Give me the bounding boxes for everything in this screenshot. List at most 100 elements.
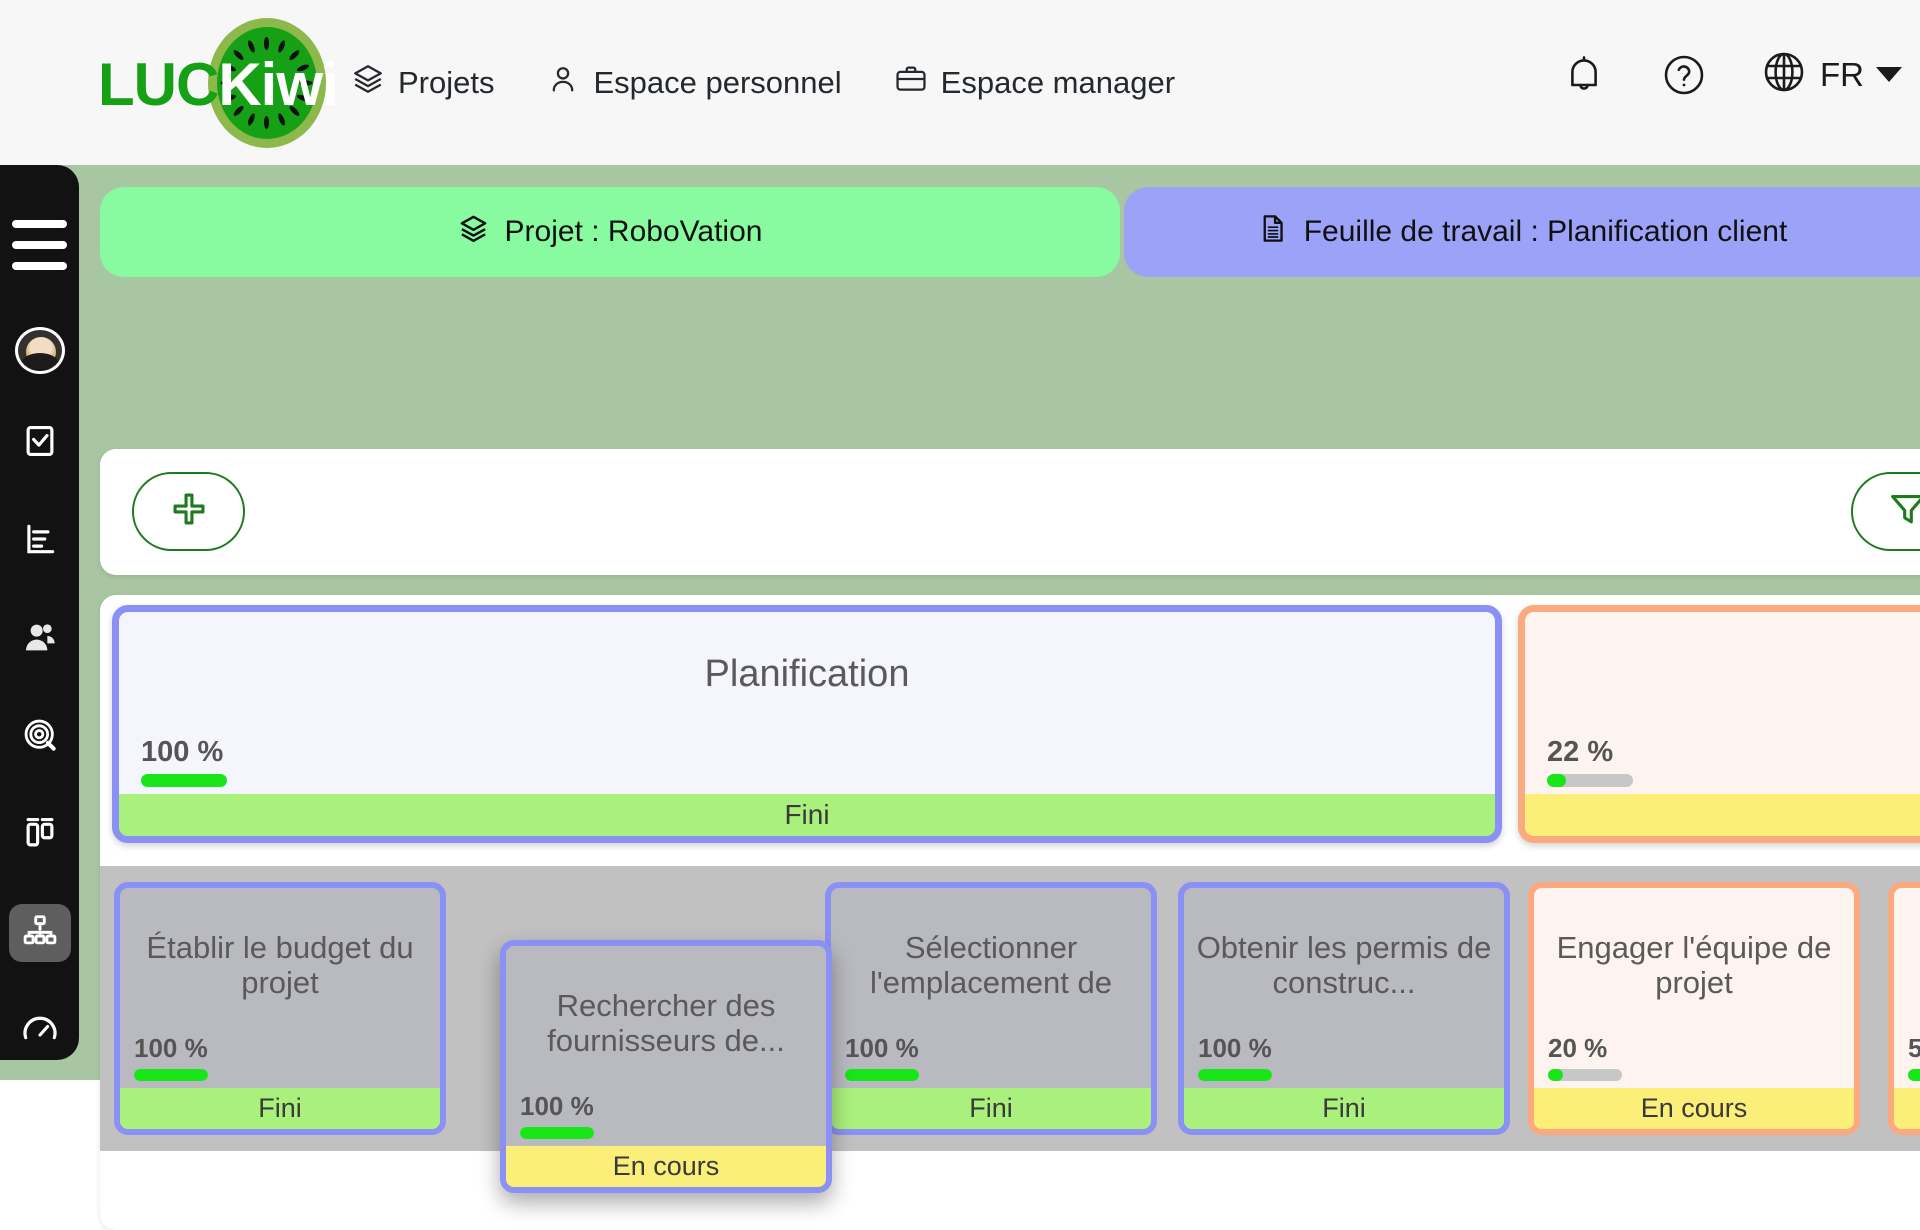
layers-icon xyxy=(351,62,385,104)
nav-label-projets: Projets xyxy=(398,65,494,101)
main-nav: Projets Espace personnel Espace manager xyxy=(351,62,1175,104)
board-canvas: Planification 100 % Fini 22 % Établir le… xyxy=(100,595,1920,1230)
task-title: Sélectionner l'emplacement de xyxy=(831,888,1151,1033)
sidebar-item-org-chart[interactable] xyxy=(9,904,71,962)
filter-button[interactable] xyxy=(1851,472,1920,551)
nav-item-espace-manager[interactable]: Espace manager xyxy=(894,62,1175,104)
progress-bar xyxy=(845,1069,919,1081)
nav-item-projets[interactable]: Projets xyxy=(351,62,494,104)
breadcrumb-project-label: Projet : RoboVation xyxy=(505,215,763,249)
phase-card-planification[interactable]: Planification 100 % Fini xyxy=(112,605,1502,843)
task-card-engager-equipe[interactable]: Engager l'équipe de projet 20 % En cours xyxy=(1528,882,1860,1135)
user-icon xyxy=(546,62,580,104)
users-icon xyxy=(20,617,60,662)
globe-icon xyxy=(1760,48,1808,101)
org-chart-icon xyxy=(21,912,59,955)
task-percent: 20 % xyxy=(1548,1033,1854,1064)
hamburger-bar xyxy=(12,220,67,228)
task-percent: 100 % xyxy=(134,1033,440,1064)
progress-bar xyxy=(1548,1069,1622,1081)
brand-name: LUCKiwi xyxy=(98,50,338,119)
phase-percent: 100 % xyxy=(141,736,1495,769)
progress-bar xyxy=(1198,1069,1272,1081)
task-card-rechercher-fournisseurs[interactable]: Rechercher des fournisseurs de... 100 % … xyxy=(500,940,832,1193)
brand-name-part2: Kiwi xyxy=(218,51,337,118)
breadcrumb-worksheet-label: Feuille de travail : Planification clien… xyxy=(1304,215,1788,249)
task-title: Él xyxy=(1894,888,1920,1033)
task-percent: 50 xyxy=(1908,1033,1920,1064)
progress-bar xyxy=(1908,1069,1920,1081)
breadcrumb: Projet : RoboVation Feuille de travail :… xyxy=(100,187,1920,277)
task-progress: 100 % xyxy=(506,1091,826,1139)
bell-icon[interactable] xyxy=(1560,51,1608,99)
header-actions: FR xyxy=(1560,48,1902,101)
sidebar-item-goals[interactable] xyxy=(9,708,71,766)
nav-label-espace-personnel: Espace personnel xyxy=(593,65,841,101)
brand-logo[interactable]: LUCKiwi xyxy=(98,18,333,148)
sidebar-item-team[interactable] xyxy=(9,610,71,668)
kanban-icon xyxy=(21,814,59,857)
task-card-obtenir-permis[interactable]: Obtenir les permis de construc... 100 % … xyxy=(1178,882,1510,1135)
add-button[interactable] xyxy=(132,472,245,551)
task-percent: 100 % xyxy=(1198,1033,1504,1064)
hamburger-bar xyxy=(12,262,67,270)
sidebar-item-dashboard[interactable] xyxy=(9,1002,71,1060)
task-status: En cours xyxy=(506,1146,826,1187)
progress-bar xyxy=(141,774,227,787)
language-selector[interactable]: FR xyxy=(1760,48,1902,101)
task-progress: 100 % xyxy=(1184,1033,1504,1081)
board-toolbar xyxy=(100,449,1920,575)
brand-name-part1: LUC xyxy=(98,51,218,118)
language-label: FR xyxy=(1820,56,1864,94)
plus-icon xyxy=(167,487,211,536)
task-percent: 100 % xyxy=(520,1091,826,1122)
chevron-down-icon xyxy=(1876,67,1902,82)
progress-bar xyxy=(134,1069,208,1081)
sidebar xyxy=(0,165,79,1060)
task-status: Fini xyxy=(120,1088,440,1129)
task-progress: 100 % xyxy=(831,1033,1151,1081)
phase-progress: 100 % xyxy=(119,736,1495,787)
task-title: Établir le budget du projet xyxy=(120,888,440,1033)
app-header: LUCKiwi Projets Espace personnel xyxy=(0,0,1920,165)
hamburger-bar xyxy=(12,241,67,249)
kiwi-seed xyxy=(264,37,269,50)
nav-item-espace-personnel[interactable]: Espace personnel xyxy=(546,62,841,104)
avatar[interactable] xyxy=(15,327,65,374)
progress-bar xyxy=(520,1127,594,1139)
sidebar-item-kanban[interactable] xyxy=(9,806,71,864)
gantt-chart-icon xyxy=(21,520,59,563)
speedometer-icon xyxy=(20,1009,60,1054)
phase-progress: 22 % xyxy=(1525,736,1920,787)
phase-title: Planification xyxy=(119,612,1495,736)
task-card-etablir-budget[interactable]: Établir le budget du projet 100 % Fini xyxy=(114,882,446,1135)
breadcrumb-project[interactable]: Projet : RoboVation xyxy=(100,187,1120,277)
task-card-partial[interactable]: Él 50 xyxy=(1888,882,1920,1135)
breadcrumb-worksheet[interactable]: Feuille de travail : Planification clien… xyxy=(1124,187,1920,277)
task-progress: 100 % xyxy=(120,1033,440,1081)
progress-bar xyxy=(1547,774,1633,787)
nav-label-espace-manager: Espace manager xyxy=(941,65,1175,101)
workspace: Projet : RoboVation Feuille de travail :… xyxy=(0,165,1920,1080)
phase-status: Fini xyxy=(119,794,1495,836)
layers-icon xyxy=(458,213,489,252)
phase-title xyxy=(1525,612,1920,736)
phase-status xyxy=(1525,794,1920,836)
task-status xyxy=(1894,1088,1920,1129)
sidebar-item-gantt[interactable] xyxy=(9,512,71,570)
document-icon xyxy=(1257,213,1288,252)
phase-percent: 22 % xyxy=(1547,736,1920,769)
funnel-icon xyxy=(1886,487,1920,536)
question-circle-icon[interactable] xyxy=(1660,51,1708,99)
task-progress: 20 % xyxy=(1534,1033,1854,1081)
task-title: Obtenir les permis de construc... xyxy=(1184,888,1504,1033)
hamburger-icon[interactable] xyxy=(12,220,67,283)
sidebar-item-tasks[interactable] xyxy=(9,414,71,472)
task-percent: 100 % xyxy=(845,1033,1151,1064)
target-icon xyxy=(21,716,59,759)
task-progress: 50 xyxy=(1894,1033,1920,1081)
task-card-selectionner-emplacement[interactable]: Sélectionner l'emplacement de 100 % Fini xyxy=(825,882,1157,1135)
briefcase-icon xyxy=(894,62,928,104)
phase-card-orange[interactable]: 22 % xyxy=(1518,605,1920,843)
task-status: En cours xyxy=(1534,1088,1854,1129)
